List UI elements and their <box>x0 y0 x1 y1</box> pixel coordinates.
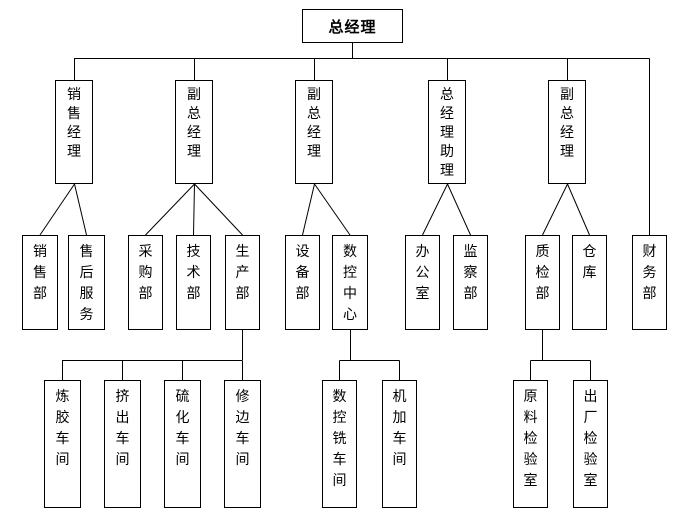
node-equipment-dept: 设备部 <box>285 235 320 330</box>
connector-cnc-center-children <box>339 330 400 380</box>
node-label: 副总经理 <box>560 88 574 160</box>
node-vulcanization-workshop: 硫化车间 <box>164 380 201 508</box>
node-label: 总经理 <box>328 19 377 36</box>
node-label: 售后服务 <box>79 245 94 323</box>
node-raw-material-inspection-room: 原料检验室 <box>513 380 548 508</box>
node-label: 监察部 <box>463 245 478 302</box>
node-warehouse: 仓库 <box>572 235 607 330</box>
node-sales-dept: 销售部 <box>22 235 58 330</box>
node-label: 数控中心 <box>343 245 357 323</box>
node-label: 财务部 <box>642 245 657 302</box>
node-label: 销售部 <box>33 245 47 302</box>
connector-sales-manager-children <box>39 183 87 236</box>
node-label: 采购部 <box>138 245 153 302</box>
node-label: 原料检验室 <box>523 390 538 489</box>
node-cnc-center: 数控中心 <box>332 235 368 330</box>
node-general-manager: 总经理 <box>302 9 403 43</box>
node-purchasing-dept: 采购部 <box>128 235 163 330</box>
node-trimming-workshop: 修边车间 <box>224 380 261 508</box>
node-label: 硫化车间 <box>175 390 190 468</box>
node-label: 设备部 <box>295 245 310 302</box>
connector-quality-inspection-children <box>530 330 591 380</box>
node-sales-manager: 销售经理 <box>55 80 93 184</box>
node-label: 销售经理 <box>67 88 81 160</box>
node-label: 修边车间 <box>235 390 250 468</box>
node-label: 质检部 <box>535 245 550 302</box>
node-gm-assistant: 总经理助理 <box>428 80 466 184</box>
node-label: 副总经理 <box>307 88 321 160</box>
node-label: 炼胶车间 <box>55 390 70 468</box>
node-office: 办公室 <box>405 235 440 330</box>
node-label: 仓库 <box>582 245 597 281</box>
node-production-dept: 生产部 <box>225 235 260 330</box>
node-deputy-gm-2: 副总经理 <box>295 80 333 184</box>
node-label: 数控铣车间 <box>332 390 347 489</box>
node-label: 生产部 <box>235 245 250 302</box>
node-deputy-gm-3: 副总经理 <box>548 80 586 184</box>
node-label: 副总经理 <box>187 88 201 160</box>
connector-gm-to-level2 <box>74 43 650 235</box>
node-label: 机加车间 <box>392 390 407 468</box>
node-label: 出厂检验室 <box>583 390 598 489</box>
connector-gm-assistant-children <box>422 183 471 236</box>
node-label: 技术部 <box>186 245 201 302</box>
node-quality-inspection-dept: 质检部 <box>525 235 560 330</box>
connector-deputy-gm-1-children <box>145 183 243 236</box>
node-deputy-gm-1: 副总经理 <box>175 80 213 184</box>
node-rubber-mixing-workshop: 炼胶车间 <box>44 380 81 508</box>
node-machining-workshop: 机加车间 <box>382 380 417 508</box>
node-cnc-milling-workshop: 数控铣车间 <box>322 380 357 508</box>
node-extrusion-workshop: 挤出车间 <box>104 380 141 508</box>
connector-production-dept-children <box>62 330 243 380</box>
node-supervision-dept: 监察部 <box>453 235 488 330</box>
node-label: 办公室 <box>415 245 430 302</box>
node-technology-dept: 技术部 <box>176 235 211 330</box>
node-label: 挤出车间 <box>115 390 130 468</box>
node-finance-dept: 财务部 <box>632 235 667 330</box>
node-label: 总经理助理 <box>440 88 454 179</box>
connector-deputy-gm-2-children <box>302 183 351 236</box>
node-after-sales-service: 售后服务 <box>68 235 105 330</box>
connector-deputy-gm-3-children <box>542 183 590 236</box>
node-factory-inspection-room: 出厂检验室 <box>573 380 608 508</box>
